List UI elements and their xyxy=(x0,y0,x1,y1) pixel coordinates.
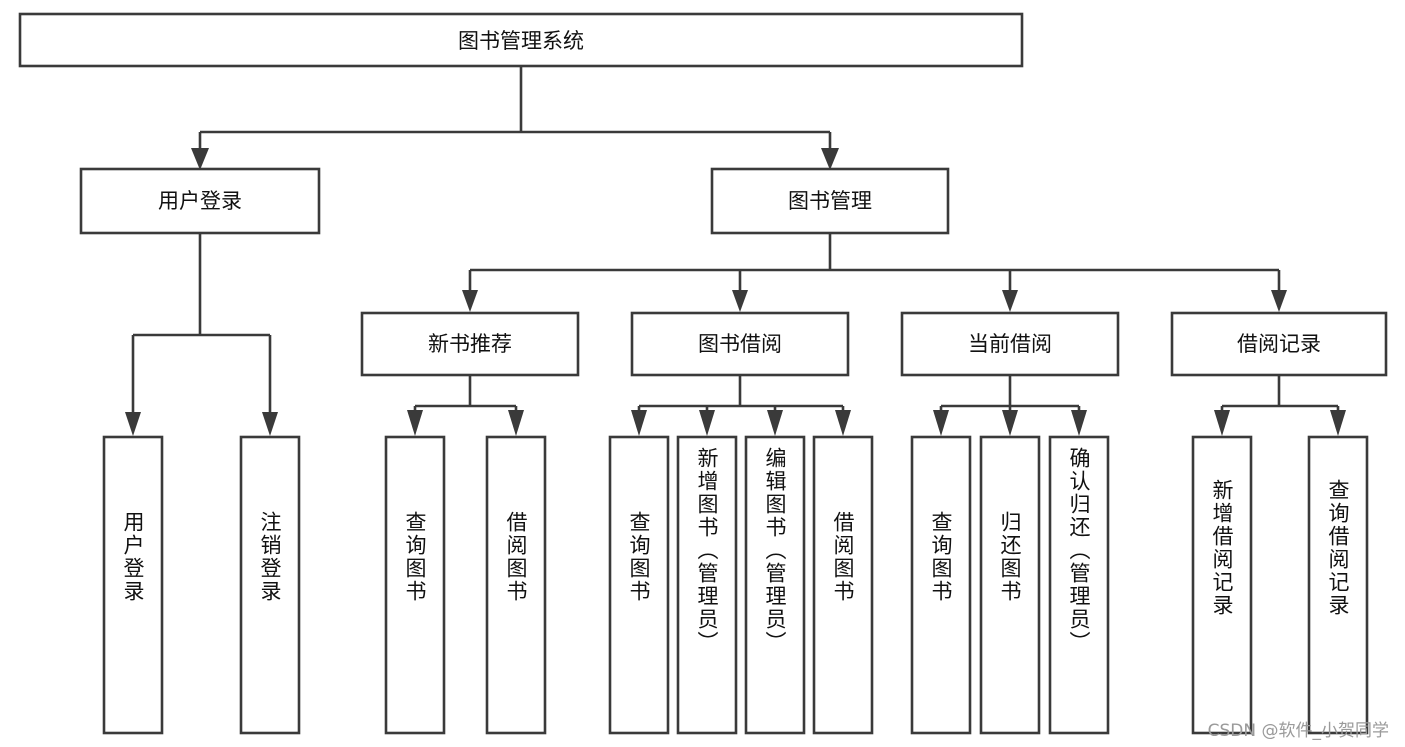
arrow-head-bookmgmt xyxy=(821,148,839,170)
leaf-box-book-borrow-1[interactable] xyxy=(608,435,670,735)
node-root[interactable]: 图书管理系统 xyxy=(18,12,1024,68)
node-user-login-label: 用户登录 xyxy=(158,189,242,213)
connector-group-root xyxy=(191,66,839,170)
arrow-head-currentborrow-child-2 xyxy=(1002,410,1018,436)
arrow-head-userlogin-child-2 xyxy=(262,412,278,436)
connector-group-bookmgmt xyxy=(462,233,1287,312)
node-current-borrow-label: 当前借阅 xyxy=(968,332,1052,356)
arrow-head-bookborrow-child-2 xyxy=(699,410,715,436)
arrow-head-userlogin-child-1 xyxy=(125,412,141,436)
leaf-box-book-borrow-4[interactable] xyxy=(812,435,874,735)
node-book-management[interactable]: 图书管理 xyxy=(710,167,950,235)
node-book-borrow[interactable]: 图书借阅 xyxy=(630,311,850,377)
connector-group-currentborrow xyxy=(933,375,1087,436)
arrow-head-level2-2 xyxy=(732,290,748,312)
connector-group-bookborrow xyxy=(631,375,851,436)
arrow-head-borrowrecord-child-2 xyxy=(1330,410,1346,436)
arrow-head-currentborrow-child-3 xyxy=(1071,410,1087,436)
connector-group-newbook xyxy=(407,375,524,436)
node-book-management-label: 图书管理 xyxy=(788,189,872,213)
leaf-box-new-book-1[interactable] xyxy=(384,435,446,735)
arrow-head-bookborrow-child-4 xyxy=(835,410,851,436)
node-book-management-box[interactable] xyxy=(710,167,950,235)
arrow-head-userlogin xyxy=(191,148,209,170)
node-borrow-record[interactable]: 借阅记录 xyxy=(1170,311,1388,377)
leaf-box-new-book-2[interactable] xyxy=(485,435,547,735)
node-new-book-recommend[interactable]: 新书推荐 xyxy=(360,311,580,377)
node-new-book-recommend-box[interactable] xyxy=(360,311,580,377)
leaf-box-current-borrow-2[interactable] xyxy=(979,435,1041,735)
arrow-head-currentborrow-child-1 xyxy=(933,410,949,436)
node-book-borrow-box[interactable] xyxy=(630,311,850,377)
arrow-head-newbook-child-1 xyxy=(407,410,423,436)
leaf-box-user-login-2[interactable] xyxy=(239,435,301,735)
leaf-box-book-borrow-3[interactable] xyxy=(744,435,806,735)
node-user-login-box[interactable] xyxy=(79,167,321,235)
connector-group-borrowrecord xyxy=(1214,375,1346,436)
leaf-box-current-borrow-3[interactable] xyxy=(1048,435,1110,735)
node-current-borrow[interactable]: 当前借阅 xyxy=(900,311,1120,377)
leaf-box-book-borrow-2[interactable] xyxy=(676,435,738,735)
node-user-login[interactable]: 用户登录 xyxy=(79,167,321,235)
arrow-head-newbook-child-2 xyxy=(508,410,524,436)
node-new-book-recommend-label: 新书推荐 xyxy=(428,332,512,356)
node-borrow-record-box[interactable] xyxy=(1170,311,1388,377)
node-root-label: 图书管理系统 xyxy=(458,29,584,53)
arrow-head-bookborrow-child-1 xyxy=(631,410,647,436)
leaf-box-borrow-record-1[interactable] xyxy=(1191,435,1253,735)
arrow-head-level2-1 xyxy=(462,290,478,312)
node-root-box[interactable] xyxy=(18,12,1024,68)
leaf-box-borrow-record-2[interactable] xyxy=(1307,435,1369,735)
node-current-borrow-box[interactable] xyxy=(900,311,1120,377)
node-book-borrow-label: 图书借阅 xyxy=(698,332,782,356)
leaf-box-current-borrow-1[interactable] xyxy=(910,435,972,735)
arrow-head-bookborrow-child-3 xyxy=(767,410,783,436)
leaf-box-user-login-1[interactable] xyxy=(102,435,164,735)
arrow-head-level2-4 xyxy=(1271,290,1287,312)
arrow-head-borrowrecord-child-1 xyxy=(1214,410,1230,436)
connector-group-userlogin xyxy=(125,233,278,436)
node-borrow-record-label: 借阅记录 xyxy=(1237,332,1321,356)
arrow-head-level2-3 xyxy=(1002,290,1018,312)
